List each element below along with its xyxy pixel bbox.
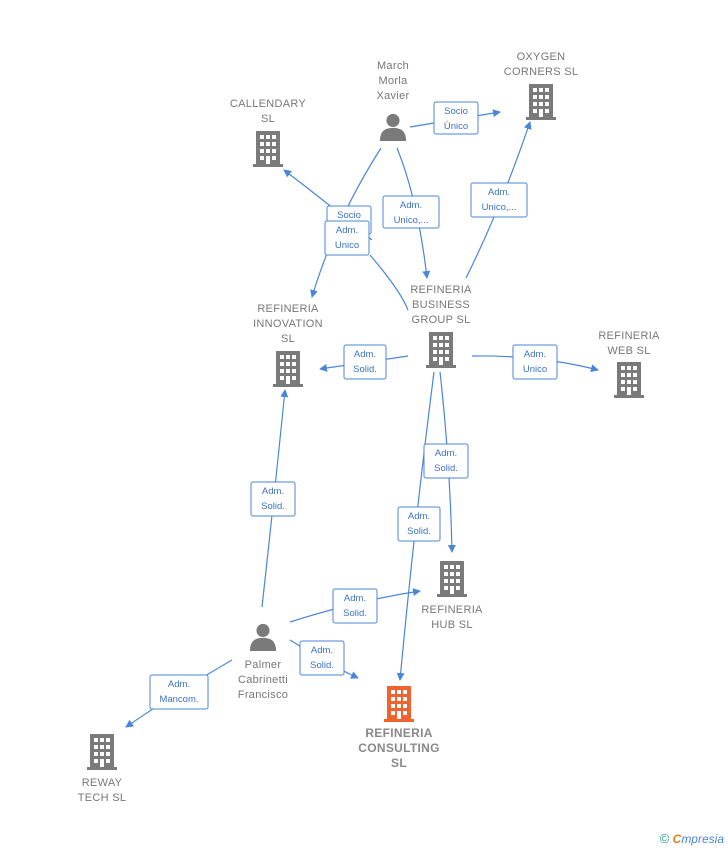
node-label-march: Xavier [377, 90, 410, 102]
edge-label-text: Unico [335, 240, 359, 251]
edge-label-text: Solid. [343, 608, 367, 619]
edge-label-text: Solid. [353, 364, 377, 375]
edge-label-text: Solid. [261, 501, 285, 512]
node-label-hub: REFINERIA [421, 604, 483, 616]
edge-label-e5[interactable]: Adm. Unico [324, 220, 370, 256]
node-label-march: Morla [378, 75, 408, 87]
node-label-callendary: SL [261, 113, 275, 125]
node-hub[interactable]: REFINERIA HUB SL [421, 561, 483, 631]
person-icon [379, 113, 407, 141]
building-icon [384, 686, 414, 722]
brand-first-letter: C [672, 832, 682, 846]
node-label-business: REFINERIA [410, 284, 472, 296]
edge-label-e6[interactable]: Adm. Solid. [343, 344, 387, 380]
node-label-consulting: CONSULTING [358, 741, 439, 755]
edge-label-e11[interactable]: Adm. Solid. [332, 588, 378, 624]
edge-label-text: Adm. [344, 593, 366, 604]
edge-label-text: Adm. [336, 225, 358, 236]
edge-label-text: Adm. [354, 349, 376, 360]
node-label-oxygen: CORNERS SL [504, 66, 579, 78]
edge-label-text: Único [444, 121, 468, 132]
node-label-palmer: Cabrinetti [238, 674, 288, 686]
node-label-hub: HUB SL [431, 619, 473, 631]
edge-label-e9[interactable]: Adm. Solid. [397, 506, 441, 542]
building-icon [273, 351, 303, 387]
edge-label-e10[interactable]: Adm. Solid. [250, 481, 296, 517]
edge-label-text: Solid. [434, 463, 458, 474]
edge-label-e2[interactable]: Adm. Unico,... [382, 195, 440, 229]
building-icon [253, 131, 283, 167]
edge-label-text: Solid. [310, 660, 334, 671]
node-label-innovation: REFINERIA [257, 303, 319, 315]
node-label-reway: TECH SL [78, 792, 127, 804]
node-business[interactable]: REFINERIA BUSINESS GROUP SL [410, 284, 472, 368]
edge-label-text: Adm. [168, 679, 190, 690]
edge-label-e7[interactable]: Adm. Unico [512, 344, 558, 380]
node-label-business: BUSINESS [412, 299, 470, 311]
edge-label-text: Unico,... [394, 215, 429, 226]
node-label-palmer: Francisco [238, 689, 288, 701]
edges-layer: SocioÚnicoAdm.Unico,...Adm.Unico,...Soci… [125, 101, 599, 728]
edge-label-e12[interactable]: Adm. Solid. [299, 640, 345, 676]
building-icon [526, 84, 556, 120]
node-label-innovation: SL [281, 333, 295, 345]
node-label-consulting: REFINERIA [365, 726, 432, 740]
edge-label-text: Socio [444, 106, 468, 117]
node-label-innovation: INNOVATION [253, 318, 323, 330]
edge-label-e8[interactable]: Adm. Solid. [423, 443, 469, 479]
edge-label-text: Socio [337, 210, 361, 221]
edge-label-text: Adm. [524, 349, 546, 360]
edge-label-text: Solid. [407, 526, 431, 537]
node-callendary[interactable]: CALLENDARY SL [230, 98, 307, 167]
node-web[interactable]: REFINERIA WEB SL [598, 330, 660, 398]
copyright-icon: © [659, 831, 670, 846]
node-label-web: REFINERIA [598, 330, 660, 342]
edge-label-text: Mancom. [159, 694, 198, 705]
edge-label-text: Adm. [262, 486, 284, 497]
node-label-callendary: CALLENDARY [230, 98, 307, 110]
node-label-business: GROUP SL [411, 314, 470, 326]
edge-label-text: Unico [523, 364, 547, 375]
node-label-oxygen: OXYGEN [517, 51, 566, 63]
node-label-reway: REWAY [82, 777, 123, 789]
node-innovation[interactable]: REFINERIA INNOVATION SL [253, 303, 323, 387]
building-icon [426, 332, 456, 368]
edge-label-e3[interactable]: Adm. Unico,... [470, 182, 528, 218]
node-oxygen[interactable]: OXYGEN CORNERS SL [504, 51, 579, 120]
edge-line-connector [369, 254, 409, 311]
edge-label-text: Adm. [311, 645, 333, 656]
node-label-web: WEB SL [607, 345, 650, 357]
building-icon [437, 561, 467, 597]
building-icon [87, 734, 117, 770]
edge-label-text: Adm. [435, 448, 457, 459]
node-label-palmer: Palmer [245, 659, 282, 671]
building-icon [614, 362, 644, 398]
person-icon [249, 623, 277, 651]
edge-label-e13[interactable]: Adm. Mancom. [149, 674, 209, 710]
brand-name: mpresia [681, 832, 724, 846]
node-reway[interactable]: REWAY TECH SL [78, 734, 127, 804]
empresia-brand[interactable]: © Cmpresia [660, 831, 724, 846]
node-label-consulting: SL [391, 756, 407, 770]
node-label-march: March [377, 60, 409, 72]
edge-label-text: Unico,... [482, 202, 517, 213]
edge-label-text: Adm. [488, 187, 510, 198]
edge-label-text: Adm. [400, 200, 422, 211]
edge-label-text: Adm. [408, 511, 430, 522]
